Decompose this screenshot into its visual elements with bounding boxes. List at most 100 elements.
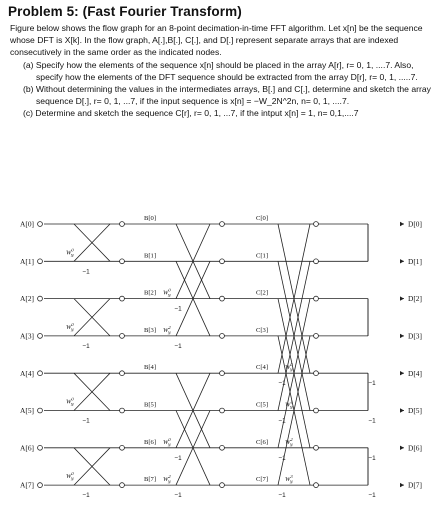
stage-c-label: C[5] bbox=[256, 402, 268, 409]
stage-b-label: B[2] bbox=[144, 290, 156, 297]
graph-node bbox=[219, 370, 225, 377]
stage-c-label: C[1] bbox=[256, 252, 268, 259]
stage-b-label: B[5] bbox=[144, 402, 156, 409]
output-label: D[1] bbox=[408, 257, 422, 266]
stage-c-label: C[4] bbox=[256, 364, 268, 371]
stage-b-label: B[0] bbox=[144, 215, 156, 222]
output-arrow bbox=[400, 333, 404, 339]
graph-node bbox=[219, 221, 225, 227]
problem-statement: Problem 5: (Fast Fourier Transform) Figu… bbox=[6, 4, 438, 120]
graph-node bbox=[37, 333, 43, 339]
negation-label: −1 bbox=[82, 492, 90, 499]
graph-node bbox=[37, 295, 43, 302]
negation-label: −1 bbox=[368, 418, 376, 425]
input-label: A[6] bbox=[20, 443, 34, 452]
negation-label: −1 bbox=[278, 380, 286, 387]
negation-label: −1 bbox=[368, 380, 376, 387]
graph-node bbox=[119, 407, 125, 414]
stage-b-label: B[3] bbox=[144, 327, 156, 334]
stage-c-label: C[7] bbox=[256, 476, 268, 483]
part-c: (c) Determine and sketch the sequence C[… bbox=[23, 108, 359, 119]
problem-intro: Figure below shows the flow graph for an… bbox=[10, 23, 423, 58]
graph-node bbox=[37, 407, 43, 414]
negation-label: −1 bbox=[174, 455, 182, 462]
graph-node bbox=[219, 482, 225, 488]
output-arrow bbox=[400, 296, 404, 301]
butterfly-line bbox=[73, 447, 111, 486]
part-a: (a) Specify how the elements of the sequ… bbox=[23, 59, 418, 82]
output-arrow bbox=[400, 371, 404, 376]
butterfly-line bbox=[73, 372, 111, 411]
output-label: D[0] bbox=[408, 220, 422, 229]
input-label: A[1] bbox=[20, 257, 34, 266]
output-label: D[3] bbox=[408, 332, 422, 341]
input-label: A[4] bbox=[20, 369, 34, 378]
output-label: D[2] bbox=[408, 294, 422, 303]
negation-label: −1 bbox=[82, 418, 90, 425]
graph-node bbox=[119, 370, 125, 377]
input-label: A[7] bbox=[20, 481, 34, 490]
graph-node bbox=[37, 444, 43, 451]
negation-label: −1 bbox=[174, 492, 182, 499]
negation-label: −1 bbox=[174, 306, 182, 313]
graph-node bbox=[119, 482, 125, 488]
butterfly-line bbox=[73, 223, 111, 262]
output-arrow bbox=[400, 445, 404, 450]
graph-node bbox=[37, 370, 43, 377]
graph-node bbox=[313, 444, 319, 451]
graph-node bbox=[219, 295, 225, 302]
butterfly-line bbox=[73, 298, 111, 337]
stage-c-label: C[2] bbox=[256, 290, 268, 297]
input-label: A[0] bbox=[20, 220, 34, 229]
graph-node bbox=[313, 333, 319, 339]
graph-node bbox=[313, 370, 319, 377]
graph-node bbox=[119, 333, 125, 339]
butterfly-line bbox=[175, 261, 211, 337]
graph-node bbox=[219, 407, 225, 414]
stage-b-label: B[4] bbox=[144, 364, 156, 371]
output-label: D[6] bbox=[408, 443, 422, 452]
negation-label: −1 bbox=[278, 418, 286, 425]
output-arrow bbox=[400, 482, 404, 488]
stage-b-label: B[1] bbox=[144, 252, 156, 259]
graph-node bbox=[37, 258, 43, 265]
graph-node bbox=[119, 444, 125, 451]
negation-label: −1 bbox=[278, 455, 286, 462]
stage-b-label: B[6] bbox=[144, 439, 156, 446]
butterfly-line bbox=[277, 335, 311, 486]
output-arrow bbox=[400, 408, 404, 413]
graph-node bbox=[119, 221, 125, 227]
graph-node bbox=[313, 407, 319, 414]
input-label: A[3] bbox=[20, 332, 34, 341]
negation-label: −1 bbox=[82, 343, 90, 350]
graph-node bbox=[313, 295, 319, 302]
butterfly-line bbox=[277, 298, 311, 448]
output-label: D[5] bbox=[408, 406, 422, 415]
graph-node bbox=[37, 221, 43, 227]
negation-label: −1 bbox=[368, 455, 376, 462]
input-label: A[5] bbox=[20, 406, 34, 415]
negation-label: −1 bbox=[368, 492, 376, 499]
graph-node bbox=[313, 258, 319, 265]
output-arrow bbox=[400, 259, 404, 264]
butterfly-line bbox=[175, 410, 211, 486]
negation-label: −1 bbox=[174, 343, 182, 350]
graph-node bbox=[37, 482, 43, 488]
problem-title: Problem 5: (Fast Fourier Transform) bbox=[8, 4, 242, 19]
part-b: (b) Without determining the values in th… bbox=[23, 84, 431, 107]
graph-node bbox=[313, 482, 319, 488]
negation-label: −1 bbox=[82, 268, 90, 275]
problem-parts: (a) Specify how the elements of the sequ… bbox=[6, 59, 438, 120]
negation-label: −1 bbox=[278, 492, 286, 499]
graph-node bbox=[313, 221, 319, 227]
